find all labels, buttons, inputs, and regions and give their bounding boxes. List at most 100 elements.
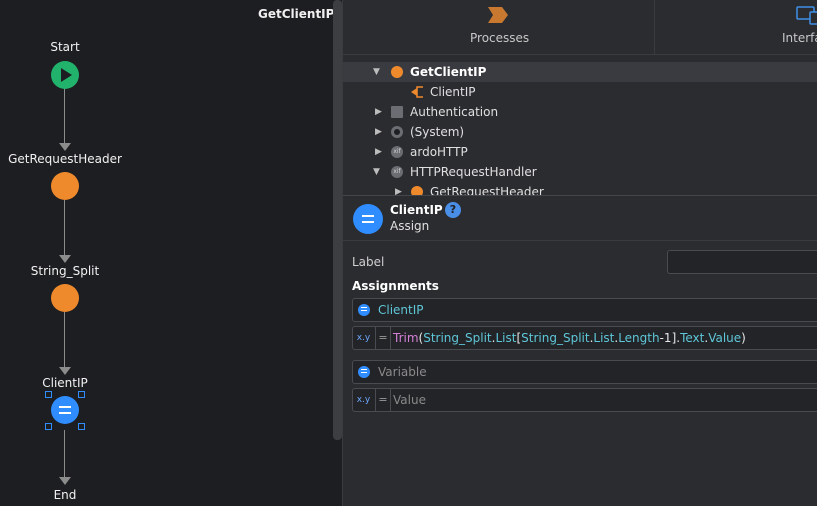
folder-icon [391, 106, 403, 118]
extension-icon: xif [391, 166, 403, 178]
tab-bar: Processes Interfa [343, 0, 817, 55]
assign-icon [353, 204, 383, 234]
expression-token: . [589, 331, 594, 345]
stringsplit-node[interactable] [51, 284, 79, 312]
expression-token: List [495, 331, 517, 345]
tree-item-label: ClientIP [430, 85, 476, 99]
tree-item-authentication[interactable]: ▶ Authentication [343, 102, 817, 122]
connector-stringsplit-to-clientip [64, 312, 65, 372]
node-label-start: Start [50, 40, 80, 54]
expression-token: . [704, 331, 709, 345]
connector-start-to-getrequestheader [64, 88, 65, 148]
expression-token: Text [680, 331, 705, 345]
tab-interface[interactable]: Interfa [655, 0, 817, 54]
tree-item-getclientip[interactable]: ▼ GetClientIP [343, 62, 817, 82]
canvas-scrollbar[interactable] [333, 0, 342, 440]
start-node[interactable] [51, 61, 79, 89]
tree-item-label: Authentication [410, 105, 499, 119]
variable-icon [358, 366, 370, 378]
expression-token: List [593, 331, 615, 345]
expression-token: String_Split [521, 331, 590, 345]
node-label-end: End [53, 488, 77, 502]
expression-token: . [491, 331, 496, 345]
tree-item-ardohttp[interactable]: ▶ xif ardoHTTP [343, 142, 817, 162]
expression-token: [ [516, 331, 522, 345]
expression-token: -1 [659, 331, 672, 345]
assignment-variable-field[interactable]: ClientIP [352, 298, 817, 322]
selection-handle[interactable] [45, 391, 52, 398]
interface-icon [796, 6, 817, 25]
selection-handle[interactable] [78, 391, 85, 398]
assignments-title: Assignments [352, 279, 439, 293]
expression-token: Length [618, 331, 660, 345]
tab-label-processes: Processes [470, 31, 530, 45]
collapsed-caret-icon[interactable]: ▶ [395, 187, 402, 196]
expression-token: Value [708, 331, 742, 345]
tree-item-getrequestheader[interactable]: ▶ GetRequestHeader [343, 182, 817, 196]
tree-item-clientip[interactable]: ClientIP [343, 82, 817, 102]
expression-token: . [614, 331, 619, 345]
help-icon[interactable]: ? [445, 202, 461, 218]
tree-item-system[interactable]: ▶ (System) [343, 122, 817, 142]
assignment-value-field[interactable]: x.y = Trim(String_Split.List[String_Spli… [352, 326, 817, 350]
action-icon [411, 186, 423, 196]
panel-splitter[interactable] [343, 195, 817, 196]
processes-icon [488, 7, 508, 23]
label-input[interactable] [667, 250, 817, 274]
expanded-caret-icon[interactable]: ▼ [373, 67, 380, 77]
expression-token: . [676, 331, 681, 345]
divider [343, 240, 817, 241]
clientip-assign-node[interactable] [51, 396, 79, 424]
expanded-caret-icon[interactable]: ▼ [373, 167, 380, 177]
selection-handle[interactable] [78, 423, 85, 430]
value-placeholder: Value [393, 393, 426, 407]
node-label-stringsplit: String_Split [30, 264, 100, 278]
connector-getrequestheader-to-stringsplit [64, 200, 65, 260]
play-icon [61, 68, 72, 82]
expression-icon: x.y [356, 395, 371, 405]
tab-divider [654, 0, 655, 54]
getrequestheader-node[interactable] [51, 172, 79, 200]
arrow-icon [59, 143, 71, 151]
collapsed-caret-icon[interactable]: ▶ [375, 147, 382, 157]
collapsed-caret-icon[interactable]: ▶ [375, 127, 382, 137]
action-icon [391, 66, 403, 78]
tree-item-label: GetClientIP [410, 65, 487, 79]
label-caption: Label [352, 255, 385, 269]
module-tree: ▼ GetClientIP ClientIP ▶ Authentication … [343, 62, 817, 196]
arrow-icon [59, 367, 71, 375]
new-assignment-value-field[interactable]: x.y = Value [352, 388, 817, 412]
element-type: Assign [390, 219, 430, 233]
system-icon [391, 126, 403, 138]
assignment-variable: ClientIP [378, 303, 424, 317]
assign-icon [59, 406, 71, 414]
arrow-icon [59, 255, 71, 263]
tree-item-label: ardoHTTP [410, 145, 468, 159]
assignment-expression: Trim(String_Split.List[String_Split.List… [393, 331, 746, 345]
element-name: ClientIP [390, 203, 443, 217]
tree-item-label: GetRequestHeader [430, 185, 544, 196]
new-assignment-variable-field[interactable]: Variable [352, 360, 817, 384]
tab-processes[interactable]: Processes [343, 0, 654, 54]
tree-item-label: HTTPRequestHandler [410, 165, 537, 179]
variable-placeholder: Variable [378, 365, 427, 379]
right-panel: Processes Interfa ▼ GetClientIP ClientIP… [342, 0, 817, 506]
tree-item-label: (System) [410, 125, 465, 139]
properties-header: ClientIP ? Assign [343, 196, 817, 240]
equals-sign: = [375, 389, 391, 411]
extension-icon: xif [391, 146, 403, 158]
collapsed-caret-icon[interactable]: ▶ [375, 107, 382, 117]
expression-token: ] [671, 331, 677, 345]
expression-token: ) [741, 331, 746, 345]
variable-icon [358, 304, 370, 316]
node-label-getrequestheader: GetRequestHeader [8, 152, 122, 166]
output-parameter-icon [411, 86, 423, 98]
expression-token: String_Split [423, 331, 492, 345]
expression-token: ( [418, 331, 424, 345]
connector-clientip-to-end [64, 430, 65, 479]
selection-handle[interactable] [45, 423, 52, 430]
tree-item-httprequesthandler[interactable]: ▼ xif HTTPRequestHandler [343, 162, 817, 182]
expression-icon: x.y [356, 333, 371, 343]
tab-label-interface: Interfa [782, 31, 817, 45]
flow-canvas[interactable]: GetClientIP Start GetRequestHeader Strin… [0, 0, 342, 506]
